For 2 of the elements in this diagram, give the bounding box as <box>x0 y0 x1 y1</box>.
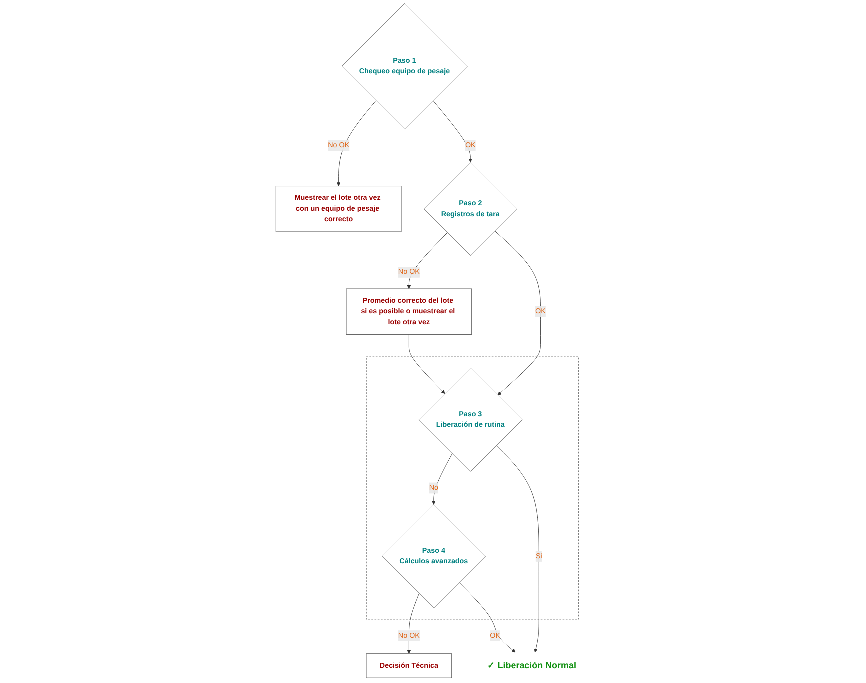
node-text: ✓ Liberación Normal <box>488 661 576 671</box>
cluster <box>366 356 580 620</box>
